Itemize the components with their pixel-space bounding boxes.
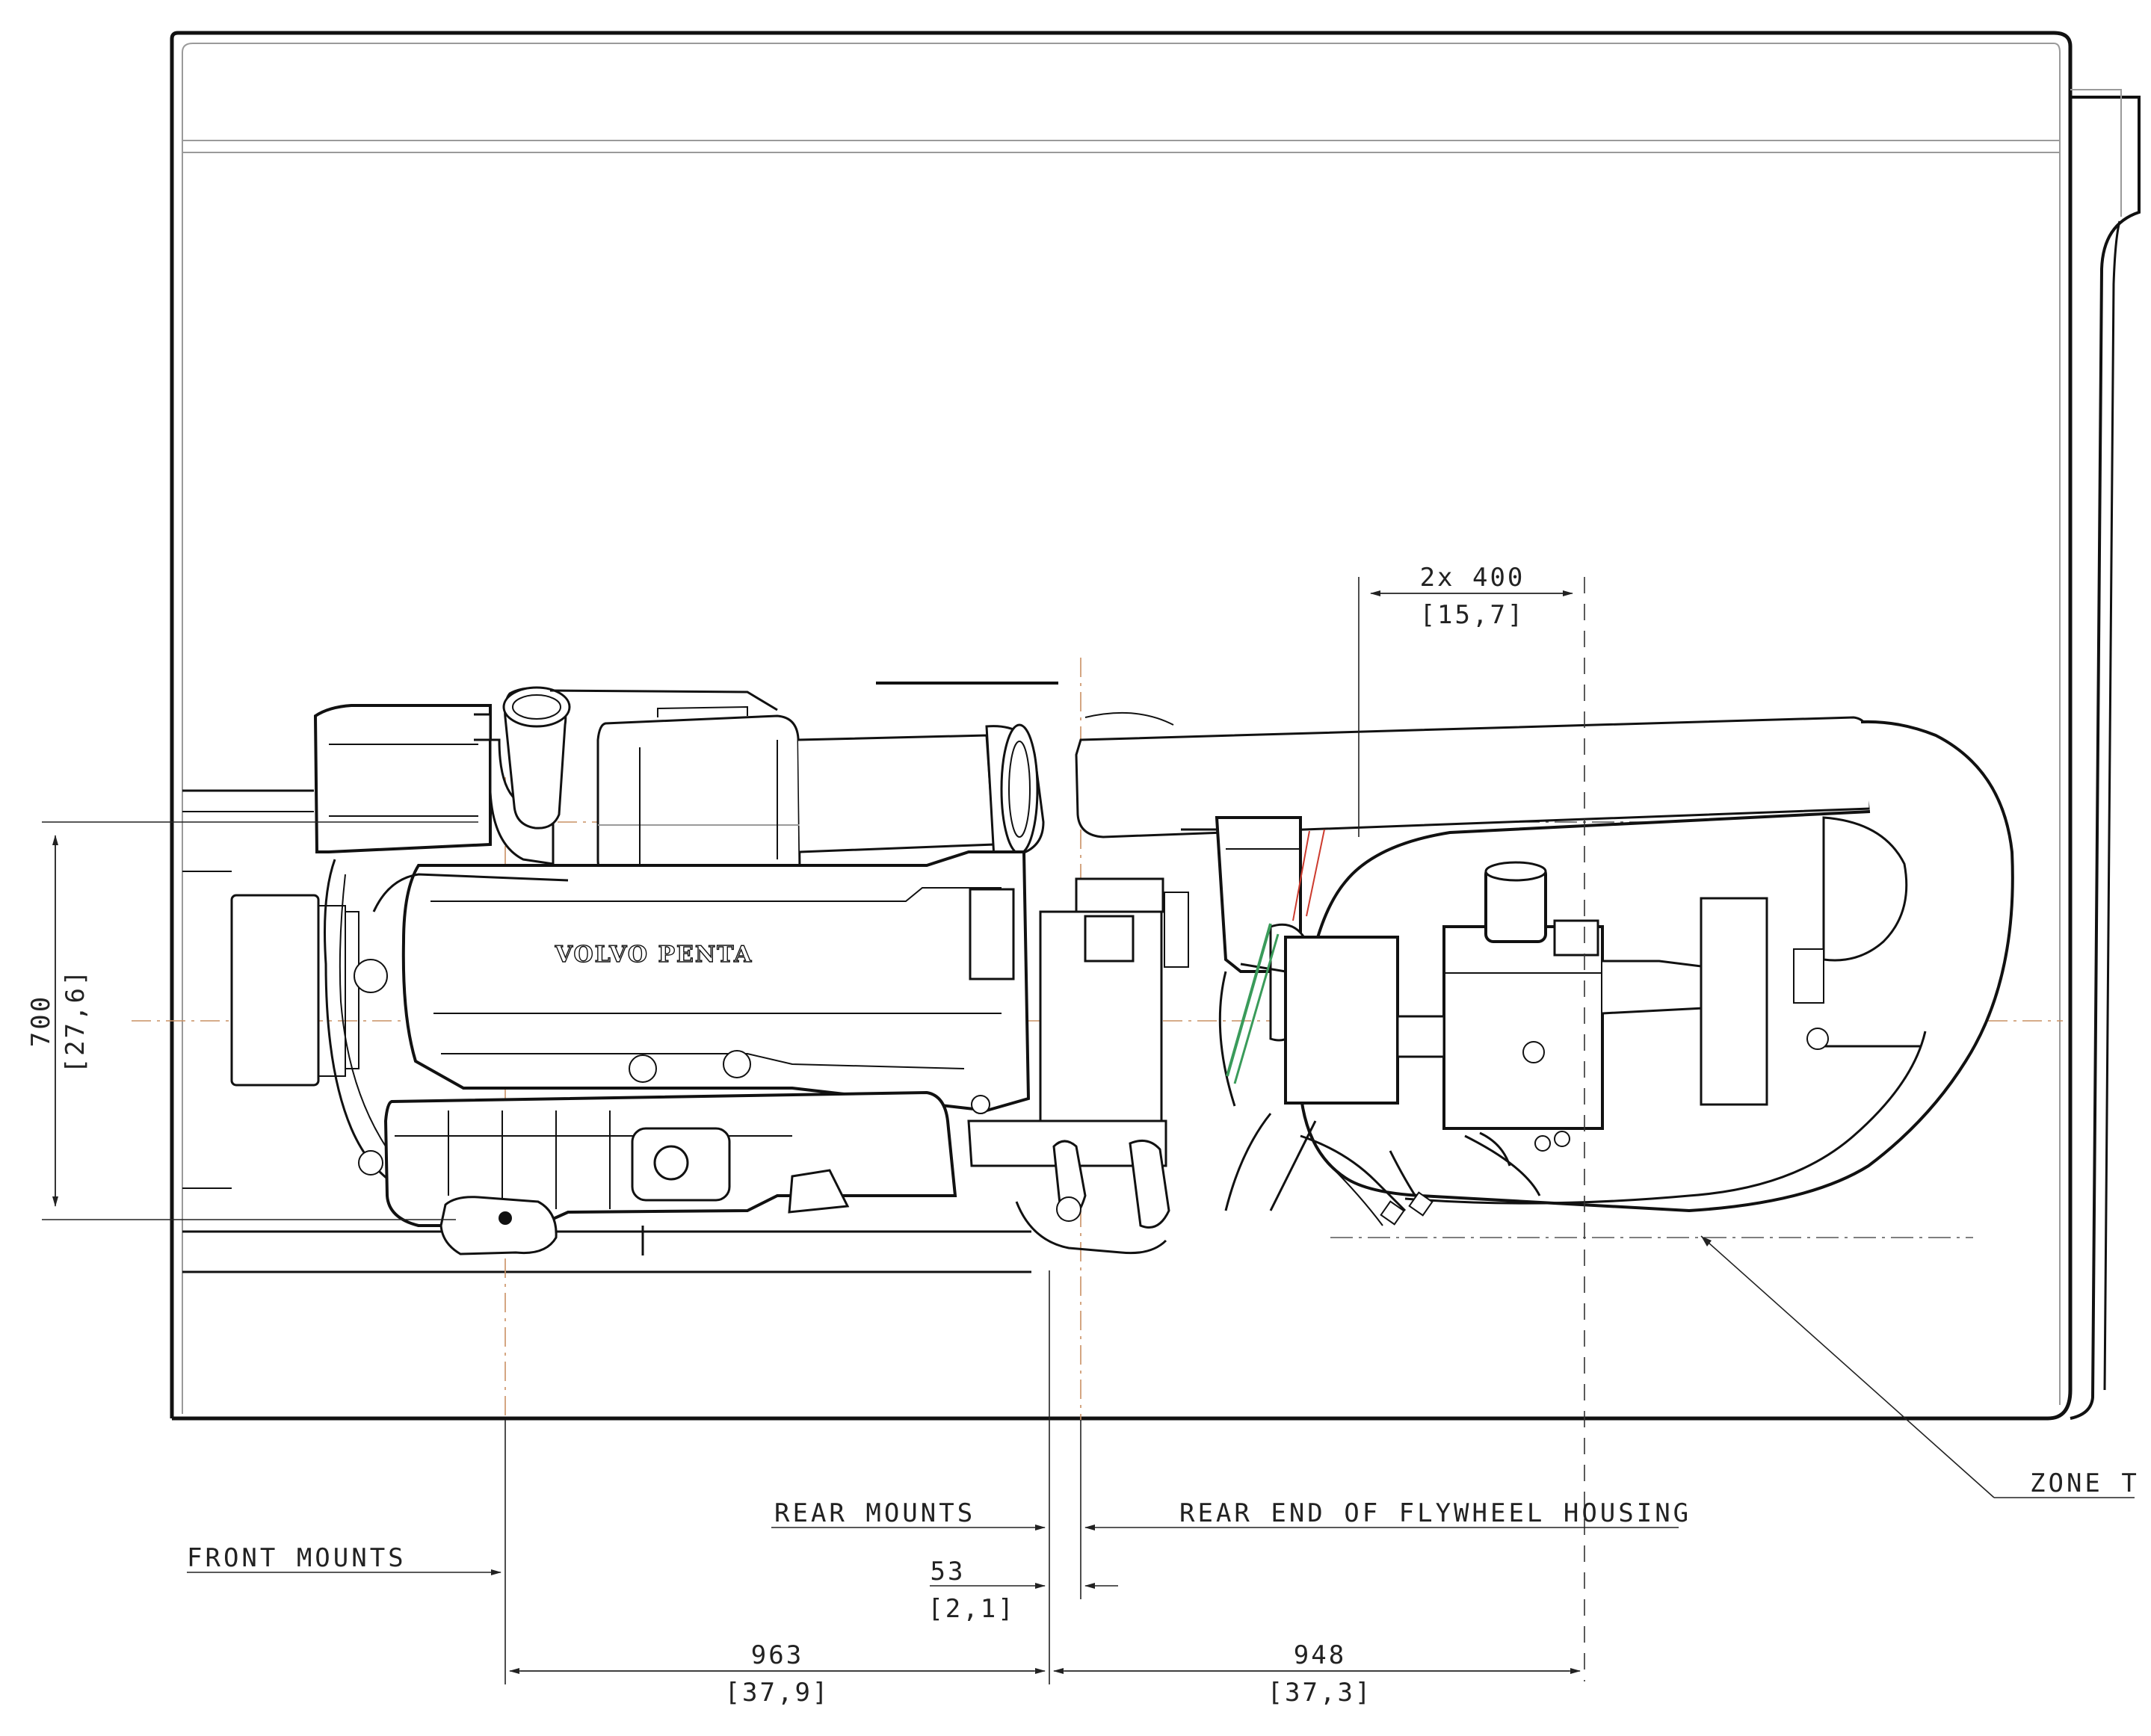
oil-sump — [383, 1090, 957, 1255]
volvo-penta-logo: VOLVO PENTA — [555, 942, 753, 968]
intercooler — [549, 682, 1058, 882]
height-in-label: [27,6] — [61, 969, 90, 1074]
air-filter-housing — [313, 686, 571, 865]
rear-to-flywheel-in-label: [37,3] — [1268, 1678, 1373, 1708]
front-to-rear-in-label: [37,9] — [725, 1678, 830, 1708]
flywheel-housing-label: REAR END OF FLYWHEEL HOUSING — [1179, 1498, 1691, 1528]
heat-exchanger — [1396, 861, 1768, 1130]
front-to-rear-mm-label: 963 — [751, 1640, 803, 1670]
dimension-height — [42, 821, 478, 1220]
reverse-gear — [1181, 816, 1399, 1107]
offset-mm-label: 53 — [931, 1557, 966, 1587]
engine-compartment-outline — [170, 31, 2141, 1421]
spacing-in-label: [15,7] — [1420, 600, 1525, 630]
rear-mounts-label: REAR MOUNTS — [774, 1498, 975, 1528]
spacing-mm-label: 2x 400 — [1420, 563, 1525, 593]
engine-block: VOLVO PENTA — [372, 850, 1031, 1114]
dimension-spacing — [1358, 577, 1585, 1681]
zone-t-label: ZONE T — [2030, 1468, 2140, 1498]
offset-in-label: [2,1] — [928, 1594, 1015, 1624]
zone-t-leader — [1700, 1235, 2135, 1498]
flywheel-housing — [967, 877, 1189, 1255]
rear-to-flywheel-mm-label: 948 — [1294, 1640, 1346, 1670]
engine-front-pulley — [230, 859, 419, 1197]
dimension-extension-lines — [504, 1270, 1081, 1684]
hoses-and-wiring — [1224, 1113, 1570, 1226]
height-mm-label: 700 — [26, 995, 56, 1047]
front-mounts-label: FRONT MOUNTS — [187, 1543, 407, 1573]
